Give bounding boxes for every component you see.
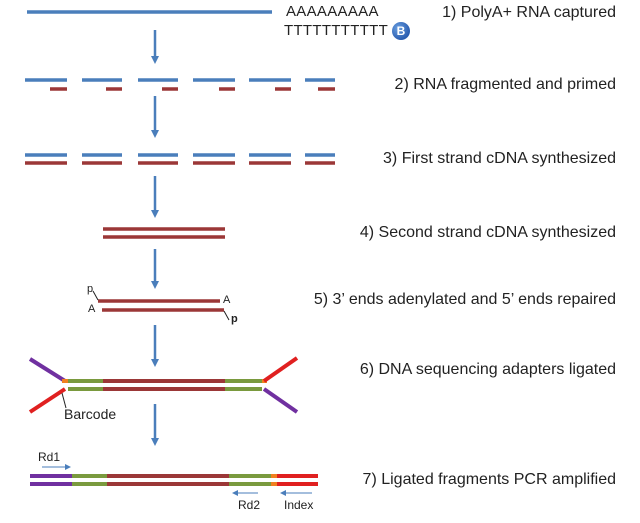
step-5-label: 5) 3’ ends adenylated and 5’ ends repair… [313, 291, 616, 308]
step-3-label: 3) First strand cDNA synthesized [383, 150, 616, 167]
adapter-ligated-fragment [28, 356, 299, 414]
adenine-label-left: A [88, 303, 96, 315]
adapter-arm [262, 356, 299, 383]
step-4-label: 4) Second strand cDNA synthesized [359, 224, 616, 241]
index-label: Index [284, 498, 314, 512]
rd1-label: Rd1 [38, 450, 61, 464]
bead-icon: B [392, 22, 410, 40]
barcode-pointer [61, 392, 67, 409]
adapter-arm [262, 387, 299, 414]
first-strand-cdna [25, 153, 335, 165]
phosphate-label-bottom: p [231, 313, 238, 325]
phosphate-tick [92, 290, 99, 301]
fragmented-rna [25, 78, 335, 91]
adapter-arm [28, 357, 67, 383]
oligo-dt: TTTTTTTTTTT [284, 22, 389, 39]
step-6-label: 6) DNA sequencing adapters ligated [359, 361, 616, 378]
adenine-label-right: A [223, 294, 231, 306]
adapter-arm [28, 387, 67, 414]
step-7-label: 7) Ligated fragments PCR amplified [362, 471, 616, 488]
phosphate-tick [223, 310, 230, 321]
rd2-label: Rd2 [238, 498, 261, 512]
double-stranded-cdna [103, 227, 225, 239]
pcr-amplified-fragment [30, 464, 318, 496]
polya-tail: AAAAAAAAA [286, 3, 379, 20]
step-1-label: 1) PolyA+ RNA captured [442, 4, 616, 21]
step-2-label: 2) RNA fragmented and primed [394, 76, 616, 93]
adenylated-cdna [92, 290, 230, 321]
barcode-label: Barcode [64, 406, 117, 422]
phosphate-label-top: p [87, 283, 94, 295]
